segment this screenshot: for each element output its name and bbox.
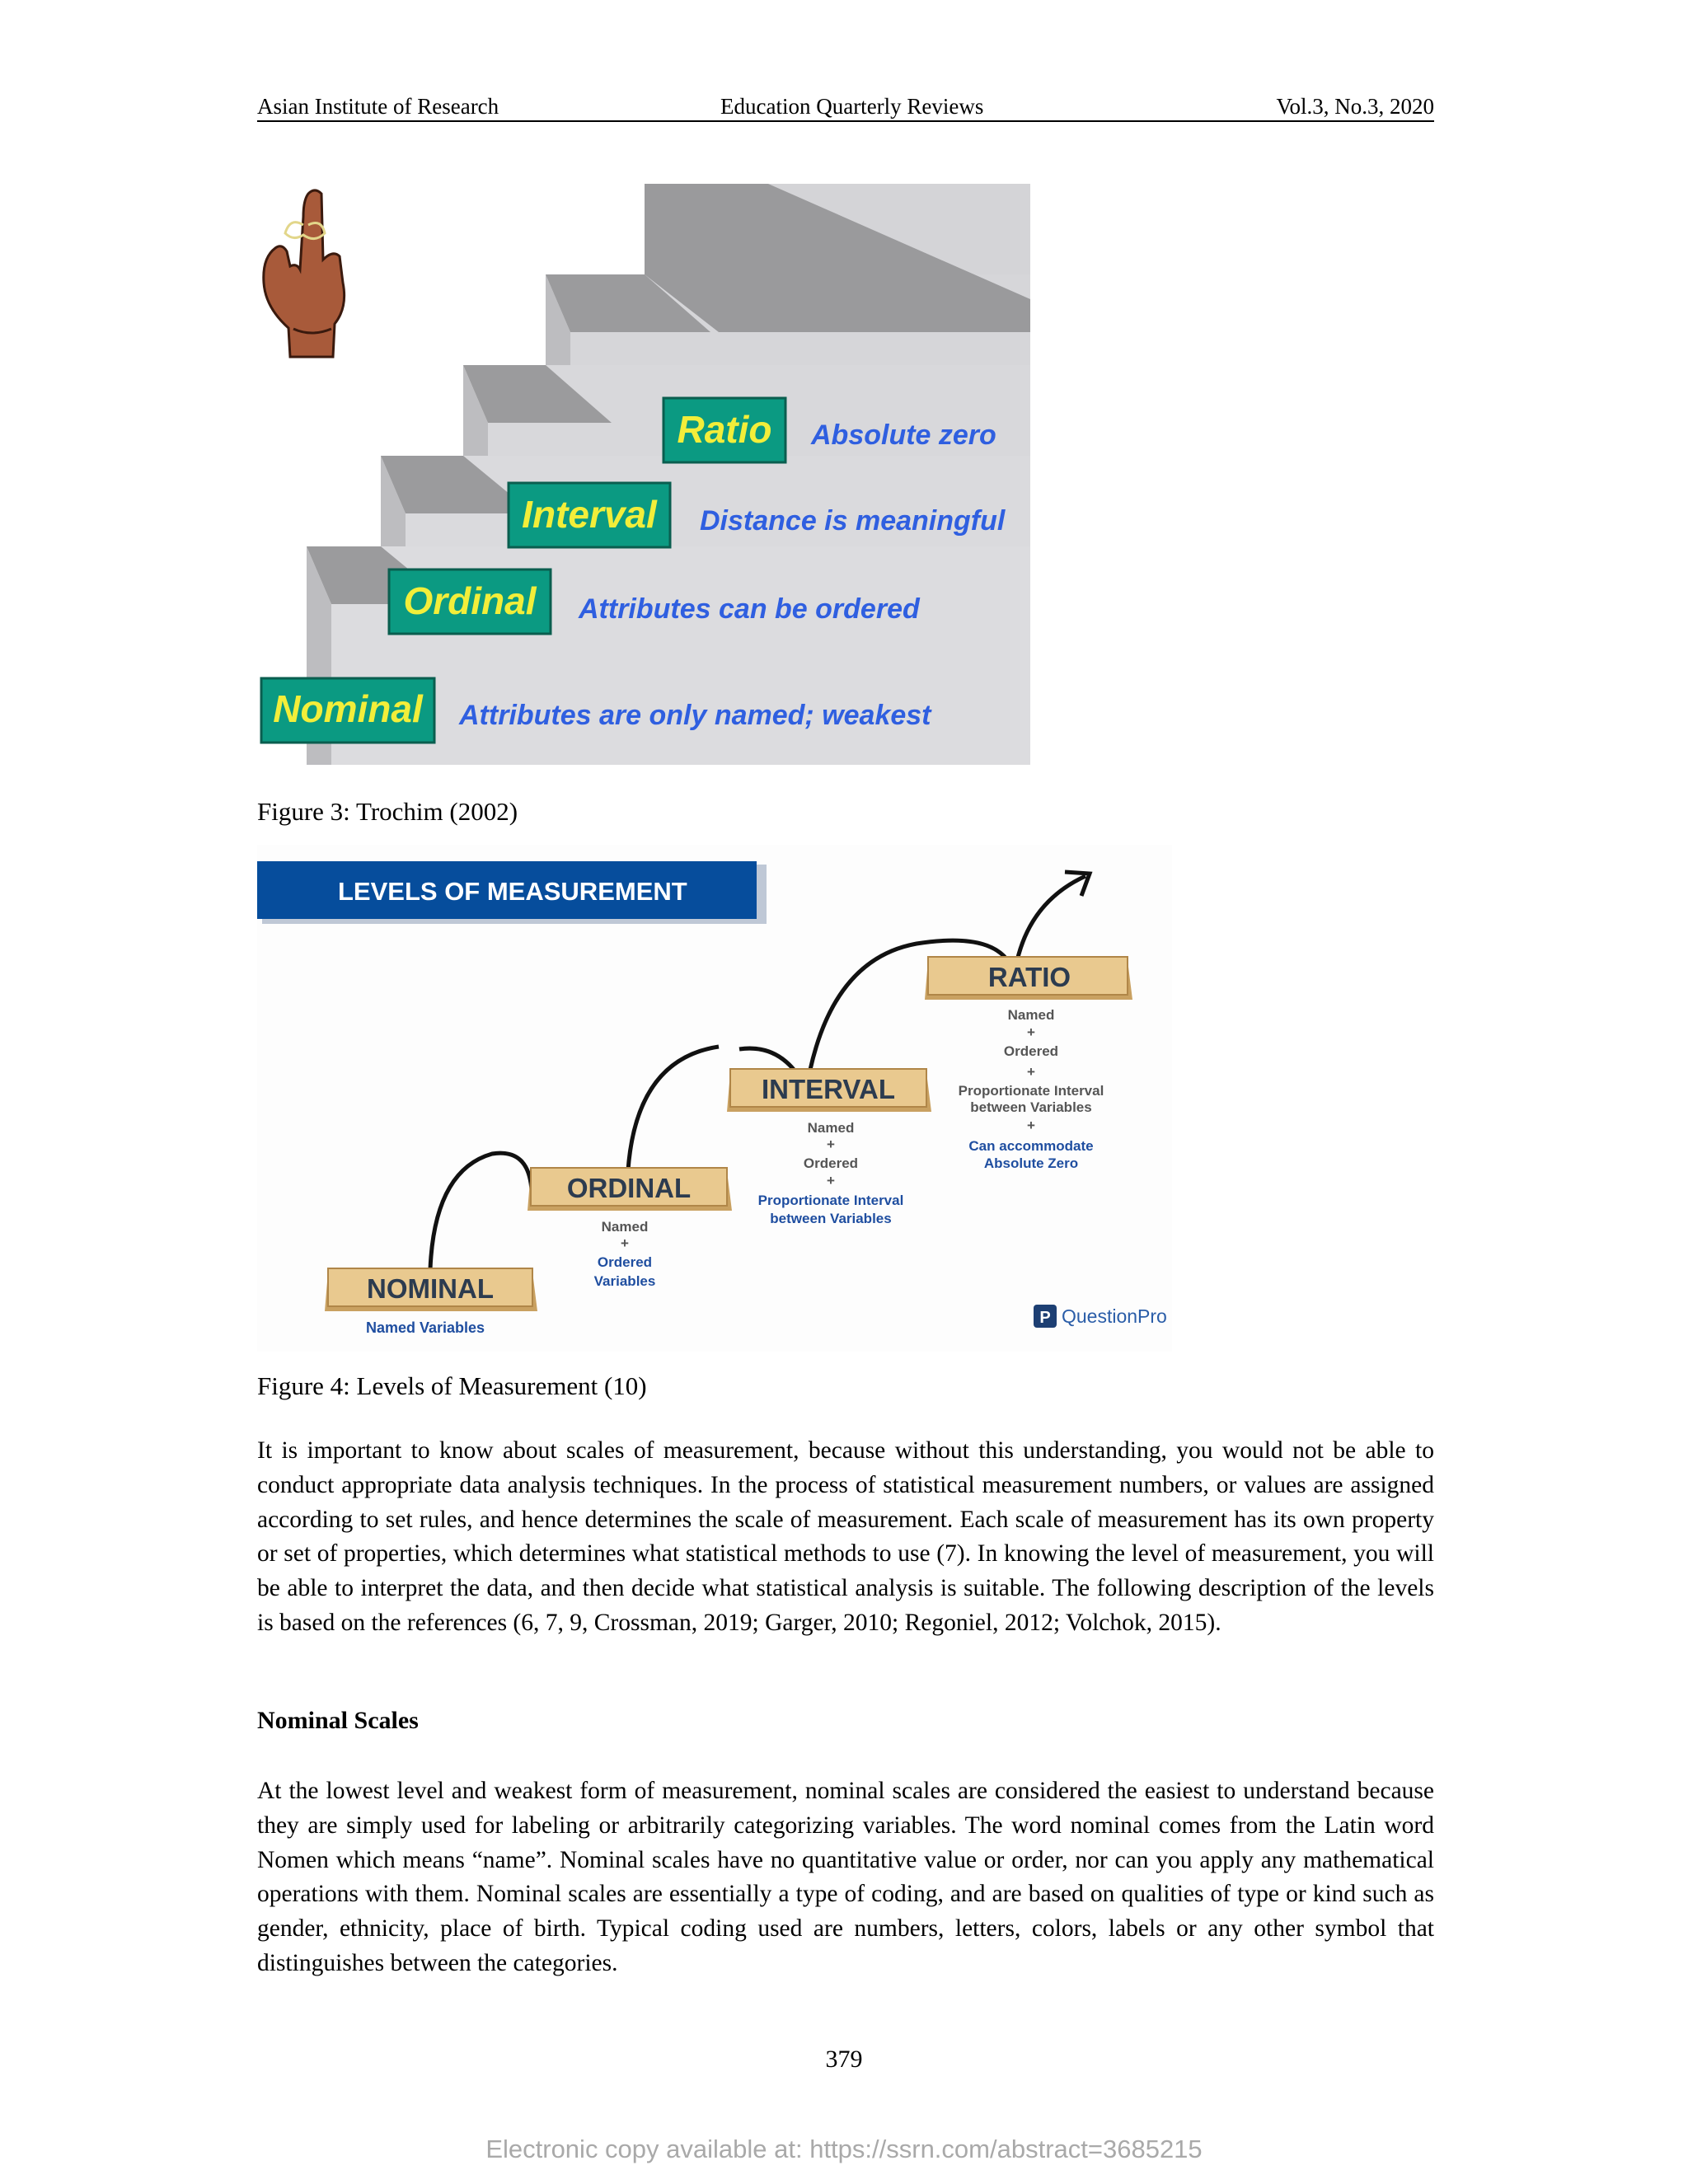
section-heading-nominal-scales: Nominal Scales bbox=[257, 1707, 419, 1735]
running-header: Asian Institute of Research Education Qu… bbox=[257, 92, 1434, 122]
finger-string-icon bbox=[264, 190, 345, 357]
level-ratio-line-3: Ordered bbox=[1004, 1043, 1058, 1059]
level-interval-line-3: Ordered bbox=[804, 1155, 858, 1171]
level-nominal-name: NOMINAL bbox=[367, 1273, 494, 1304]
level-interval-line-5: Proportionate Interval bbox=[758, 1193, 904, 1208]
level-ratio-line-8: Can accommodate bbox=[968, 1138, 1093, 1154]
figure-4-levels: LEVELS OF MEASUREMENT NOMINAL Named Vari… bbox=[257, 845, 1172, 1352]
header-journal-title: Education Quarterly Reviews bbox=[720, 94, 983, 119]
header-volume: Vol.3, No.3, 2020 bbox=[1276, 94, 1434, 119]
step-interval-label: Interval bbox=[522, 493, 658, 536]
ssrn-footer-note: Electronic copy available at: https://ss… bbox=[0, 2135, 1688, 2164]
level-ordinal-name: ORDINAL bbox=[567, 1173, 691, 1203]
level-ordinal-line-1: Named bbox=[602, 1219, 649, 1235]
level-interval-line-1: Named bbox=[808, 1120, 855, 1136]
level-ratio-line-6: between Variables bbox=[970, 1099, 1091, 1115]
page-number: 379 bbox=[0, 2046, 1688, 2074]
level-ratio-line-1: Named bbox=[1008, 1007, 1055, 1023]
level-ratio-line-7: + bbox=[1027, 1118, 1035, 1133]
figure-3-staircase: Nominal Attributes are only named; weake… bbox=[257, 184, 1030, 765]
step-ordinal-desc: Attributes can be ordered bbox=[578, 593, 921, 625]
level-ratio-line-2: + bbox=[1027, 1024, 1035, 1040]
levels-banner: LEVELS OF MEASUREMENT bbox=[257, 861, 767, 924]
level-interval-line-6: between Variables bbox=[770, 1211, 891, 1226]
figure-4-caption: Figure 4: Levels of Measurement (10) bbox=[257, 1371, 647, 1401]
step-nominal-label: Nominal bbox=[273, 687, 424, 730]
level-ratio-line-9: Absolute Zero bbox=[984, 1155, 1078, 1171]
header-journal-publisher: Asian Institute of Research bbox=[257, 94, 499, 119]
questionpro-brand-text: QuestionPro bbox=[1062, 1305, 1167, 1327]
step-ratio-label: Ratio bbox=[678, 408, 772, 451]
level-ratio-name: RATIO bbox=[988, 962, 1071, 992]
figure-3-caption: Figure 3: Trochim (2002) bbox=[257, 797, 518, 827]
levels-banner-title: LEVELS OF MEASUREMENT bbox=[338, 877, 687, 906]
step-ordinal-label: Ordinal bbox=[403, 579, 537, 622]
level-ordinal-line-2: + bbox=[621, 1235, 629, 1251]
questionpro-logo: P QuestionPro bbox=[1034, 1305, 1167, 1328]
body-paragraph-1: It is important to know about scales of … bbox=[257, 1434, 1434, 1641]
step-nominal-desc: Attributes are only named; weakest bbox=[458, 700, 932, 731]
step-interval-desc: Distance is meaningful bbox=[700, 505, 1006, 537]
level-interval-name: INTERVAL bbox=[762, 1074, 895, 1104]
level-interval-line-4: + bbox=[827, 1173, 835, 1188]
step-ratio-desc: Absolute zero bbox=[810, 419, 996, 451]
level-ordinal-line-3: Ordered bbox=[598, 1254, 652, 1270]
level-ordinal-line-4: Variables bbox=[594, 1273, 656, 1289]
level-nominal-line-1: Named Variables bbox=[366, 1319, 485, 1336]
level-ratio-line-5: Proportionate Interval bbox=[959, 1083, 1104, 1099]
body-paragraph-2: At the lowest level and weakest form of … bbox=[257, 1774, 1434, 1981]
level-interval-line-2: + bbox=[827, 1137, 835, 1152]
level-ratio-line-4: + bbox=[1027, 1064, 1035, 1080]
svg-text:P: P bbox=[1039, 1309, 1050, 1327]
